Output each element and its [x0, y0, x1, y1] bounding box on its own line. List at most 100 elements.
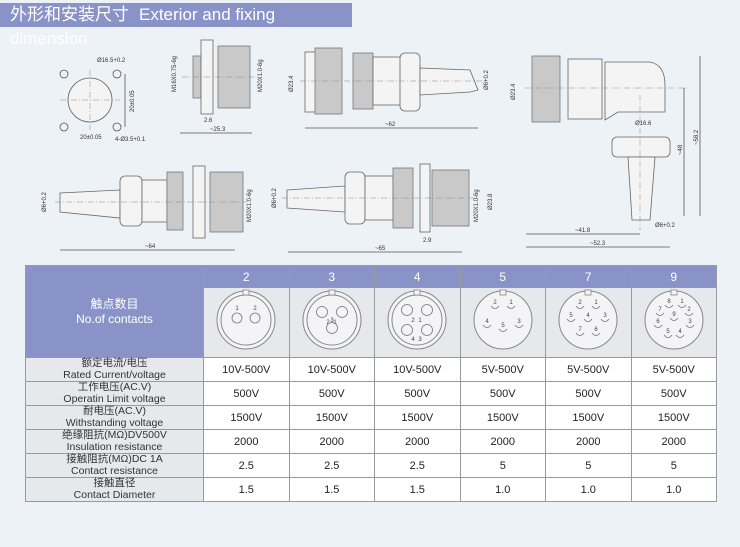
pin-icon: [655, 312, 665, 316]
pin-number: 9: [672, 312, 676, 318]
pin-icon: [664, 304, 674, 308]
dim-label: 20±0.05: [130, 90, 136, 112]
dim-label: M20X1.0-6g: [258, 59, 264, 92]
pin-number: 3: [419, 337, 423, 343]
table-cell: 500V: [630, 381, 717, 406]
table-cell: 1.5: [203, 477, 290, 502]
pin-icon: [249, 312, 261, 324]
pin-icon: [583, 318, 593, 322]
dim-label: M20X1.0-6g: [474, 189, 480, 222]
table-cell: 2.5: [374, 453, 461, 478]
flange-receptacle-drawing: M16X0.75-6g M20X1.0-6g 2.6 ~25.3: [172, 39, 264, 134]
right-angle-plug-drawing: Ø23.4 Ø16.6 ~48 ~58.2 ~41.8 ~52.3 Ø6+0.2: [511, 55, 701, 248]
dim-label: Ø23.4: [289, 75, 295, 92]
pin-number: 3: [330, 318, 334, 324]
row-label: 耐电压(AC.V)Withstanding voltage: [25, 405, 204, 430]
pin-number: 1: [236, 306, 240, 312]
row-label-en: Operatin Limit voltage: [63, 392, 166, 405]
pin-number: 2: [254, 306, 258, 312]
dim-label: Ø6+0.2: [272, 187, 278, 208]
pin-icon: [575, 305, 585, 309]
section-title-cn: 外形和安装尺寸: [10, 5, 129, 24]
table-cell: 5V-500V: [630, 357, 717, 382]
row-label-cn: 接触阻抗(MΩ)DC 1A: [66, 453, 163, 465]
dim-label: ~25.3: [210, 127, 226, 133]
table-cell: 1.0: [459, 477, 546, 502]
table-cell: 5: [630, 453, 717, 478]
table-cell: 2000: [545, 429, 632, 454]
table-cell: 500V: [288, 381, 375, 406]
table-cell: 1.0: [630, 477, 717, 502]
row-label-en: Contact resistance: [71, 464, 158, 477]
pin-icon: [675, 334, 685, 338]
row-label-cn: 耐电压(AC.V): [83, 405, 146, 417]
pin-icon: [421, 304, 434, 316]
dim-label: ~64: [145, 244, 156, 250]
dim-label: Ø6+0.2: [42, 191, 48, 212]
table-cell: 5: [545, 453, 632, 478]
table-cell: 10V-500V: [288, 357, 375, 382]
pin-icon: [401, 304, 414, 316]
dim-label: 20±0.05: [80, 135, 102, 141]
pin-icon: [401, 324, 414, 336]
table-cell: 2000: [288, 429, 375, 454]
pin-number: 4: [678, 329, 682, 335]
table-cell: 1.0: [545, 477, 632, 502]
pin-number: 5: [666, 329, 670, 335]
table-cell: 5V-500V: [459, 357, 546, 382]
pin-number: 1: [509, 300, 513, 306]
pin-number: 3: [604, 313, 608, 319]
dim-label: 4-Ø3.5+0.1: [115, 137, 146, 143]
table-cell: 500V: [203, 381, 290, 406]
row-label-en: Contact Diameter: [73, 488, 156, 501]
pin-number: 4: [485, 319, 489, 325]
pin-number: 2: [412, 318, 416, 324]
pin-icon: [325, 322, 338, 334]
pin-icon: [514, 324, 524, 328]
pin-icon: [684, 312, 694, 316]
pin-number: 1: [419, 318, 423, 324]
dim-label: ~58.2: [694, 129, 700, 145]
pin-number: 7: [579, 327, 583, 333]
contacts-header: 触点数目 No.of contacts: [25, 265, 204, 358]
table-cell: 2.5: [203, 453, 290, 478]
table-cell: 5V-500V: [545, 357, 632, 382]
pin-number: 1: [680, 299, 684, 305]
cable-receptacle-nut-drawing: Ø6+0.2 M20X1.0-6g Ø23.8 2.9 ~65: [272, 163, 494, 253]
dim-label: Ø6+0.2: [655, 223, 676, 229]
pin-icon: [315, 306, 328, 318]
pin-icon: [231, 312, 243, 324]
row-label-cn: 额定电流/电压: [81, 357, 148, 369]
pin-number: 6: [595, 327, 599, 333]
pin-number: 5: [501, 323, 505, 329]
contacts-header-en: No.of contacts: [76, 311, 153, 326]
pin-icon: [566, 318, 576, 322]
dim-label: ~48: [678, 144, 684, 155]
dim-label: ~65: [375, 246, 386, 252]
table-cell: 1500V: [374, 405, 461, 430]
pin-number: 3: [688, 319, 692, 325]
row-label-cn: 接触直径: [93, 477, 136, 489]
table-cell: 2000: [203, 429, 290, 454]
pin-icon: [335, 306, 348, 318]
column-header: 5: [459, 265, 546, 288]
pin-number: 3: [517, 319, 521, 325]
column-header: 9: [630, 265, 717, 288]
pin-icon: [685, 324, 695, 328]
table-cell: 10V-500V: [203, 357, 290, 382]
table-cell: 1500V: [459, 405, 546, 430]
row-label-cn: 绝缘阻抗(MΩ)DV500V: [62, 429, 167, 441]
pin-icon: [677, 304, 687, 308]
